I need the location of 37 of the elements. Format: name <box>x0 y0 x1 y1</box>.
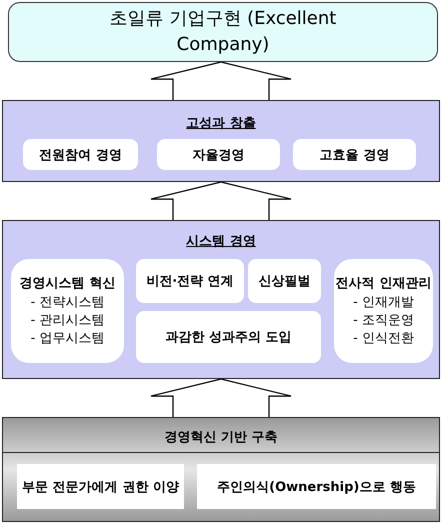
item-text: 고효율 경영 <box>320 146 390 164</box>
list-item: - 전략시스템 <box>30 294 106 312</box>
item-text: 주인의식(Ownership)으로 행동 <box>217 478 416 496</box>
item-text: 과감한 성과주의 도입 <box>165 329 292 346</box>
item-heading: 경영시스템 혁신 <box>18 275 116 293</box>
item-box <box>136 311 321 363</box>
block-arrow <box>150 61 292 101</box>
item-text: 자율경영 <box>192 146 244 164</box>
layer-title: 고성과 창출 <box>185 115 257 132</box>
item-box <box>23 139 138 170</box>
item-text: 전원참여 경영 <box>39 146 122 164</box>
item-box <box>197 464 436 509</box>
list-item: - 인재개발 <box>352 294 415 312</box>
list-item: - 조직운영 <box>352 312 415 330</box>
block-arrow <box>150 378 292 418</box>
item-text: 신상필벌 <box>258 273 310 290</box>
goal-box <box>8 2 438 62</box>
item-box <box>248 259 321 303</box>
layer-band <box>2 220 440 379</box>
item-box <box>293 139 416 170</box>
layer-band <box>2 100 440 182</box>
item-text: 부문 전문가에게 권한 이양 <box>22 478 179 496</box>
item-box <box>157 139 280 170</box>
list-item: - 업무시스템 <box>30 330 106 348</box>
item-box <box>136 259 244 303</box>
item-text: 비전·전략 연계 <box>146 273 234 290</box>
layer-title: 경영혁신 기반 구축 <box>163 429 279 446</box>
item-box <box>334 259 433 363</box>
foundation-band <box>2 417 440 522</box>
list-item: - 인식전환 <box>352 330 415 348</box>
item-box <box>17 464 184 509</box>
item-heading: 전사적 인재관리 <box>334 275 432 293</box>
list-item: - 관리시스템 <box>30 312 106 330</box>
layer-title: 시스템 경영 <box>185 233 257 250</box>
goal-text: 초일류 기업구현 (Excellent Company) <box>108 7 338 57</box>
block-arrow <box>150 181 292 221</box>
item-box <box>11 259 124 363</box>
